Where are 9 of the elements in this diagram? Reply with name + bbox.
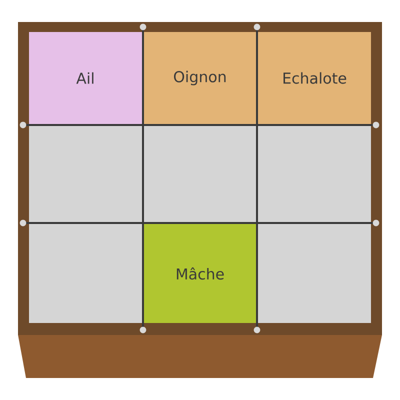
empty-square — [144, 126, 256, 222]
crop-square: Mâche — [144, 224, 256, 323]
empty-square — [258, 126, 371, 222]
empty-square — [29, 126, 142, 222]
crop-square: Ail — [29, 32, 142, 124]
empty-square — [258, 224, 371, 323]
crop-square: Oignon — [144, 32, 256, 124]
crop-square: Echalote — [258, 32, 371, 124]
empty-square — [29, 224, 142, 323]
